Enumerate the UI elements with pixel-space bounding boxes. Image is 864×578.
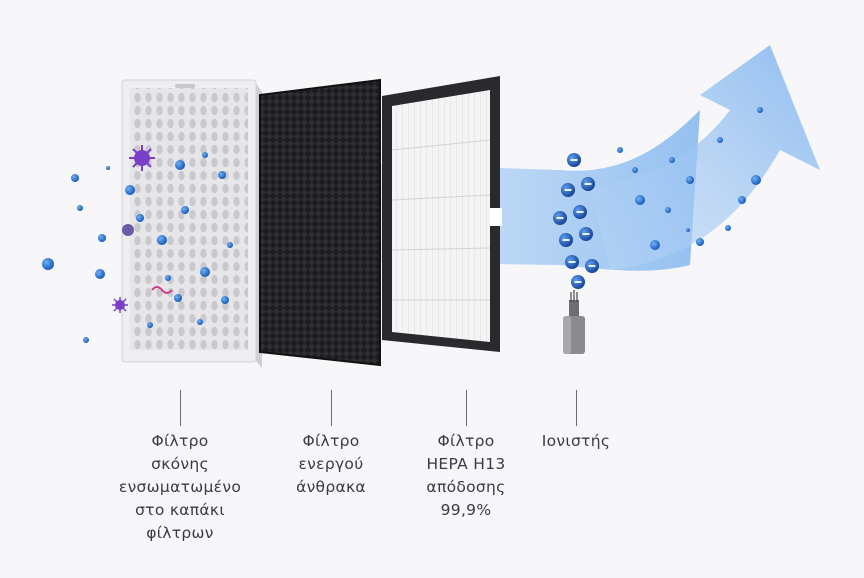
negative-ion-icon (579, 227, 593, 241)
dust-particles (42, 107, 763, 343)
particle-dot (221, 296, 229, 304)
negative-ion-icon (585, 259, 599, 273)
particle-dot (632, 167, 638, 173)
particle-dot (635, 195, 645, 205)
particle-dot (157, 235, 167, 245)
particle-dot (181, 206, 189, 214)
particle-dot (717, 137, 723, 143)
bacteria-icon (151, 286, 173, 294)
negative-ion-icon (573, 205, 587, 219)
particle-dot (71, 174, 79, 182)
particle-dot (218, 171, 226, 179)
leader-line-ionizer (576, 390, 577, 426)
hepa-filter-panel (382, 76, 502, 352)
negative-ion-icon (561, 183, 575, 197)
germ-icon (112, 297, 128, 313)
particle-dot (650, 240, 660, 250)
label-ionizer: Ιονιστής (541, 432, 611, 450)
particle-dot (147, 322, 153, 328)
particle-dot (665, 207, 671, 213)
particle-dot (202, 152, 208, 158)
particle-dot (165, 275, 171, 281)
particle-dot (686, 176, 694, 184)
dust-filter-panel (121, 79, 262, 368)
particle-dot (42, 258, 54, 270)
particle-dot (757, 107, 763, 113)
leader-line-hepa (466, 390, 467, 426)
label-hepa-filter: Φίλτρο HEPA H13 απόδοσης 99,9% (426, 432, 506, 519)
leader-line-carbon (331, 390, 332, 426)
clean-air-arrow (590, 45, 820, 270)
particle-dot (686, 228, 690, 232)
carbon-filter-panel (259, 78, 381, 367)
particle-dot (136, 214, 144, 222)
particle-dot (696, 238, 704, 246)
particle-dot (200, 267, 210, 277)
particle-dot (738, 196, 746, 204)
ionizer-device (563, 290, 585, 354)
particle-dot (669, 157, 675, 163)
negative-ion-icon (571, 275, 585, 289)
particle-dot (751, 175, 761, 185)
negative-ion-icon (553, 211, 567, 225)
particle-dot (106, 166, 110, 170)
particle-dot (95, 269, 105, 279)
spore-icon (122, 224, 134, 236)
particle-dot (83, 337, 89, 343)
negative-ion-icon (567, 153, 581, 167)
particle-dot (725, 225, 731, 231)
particle-dot (125, 185, 135, 195)
label-carbon-filter: Φίλτρο ενεργού άνθρακα (296, 432, 366, 496)
particle-dot (227, 242, 233, 248)
negative-ion-icon (581, 177, 595, 191)
particle-dot (175, 160, 185, 170)
particle-dot (197, 319, 203, 325)
particle-dot (174, 294, 182, 302)
label-dust-filter: Φίλτρο σκόνης ενσωματωμένο στο καπάκι φί… (118, 432, 242, 542)
particle-dot (98, 234, 106, 242)
negative-ions (553, 153, 599, 289)
leader-line-dust (180, 390, 181, 426)
particle-dot (617, 147, 623, 153)
negative-ion-icon (559, 233, 573, 247)
particle-dot (77, 205, 83, 211)
negative-ion-icon (565, 255, 579, 269)
germ-icon (129, 145, 155, 171)
